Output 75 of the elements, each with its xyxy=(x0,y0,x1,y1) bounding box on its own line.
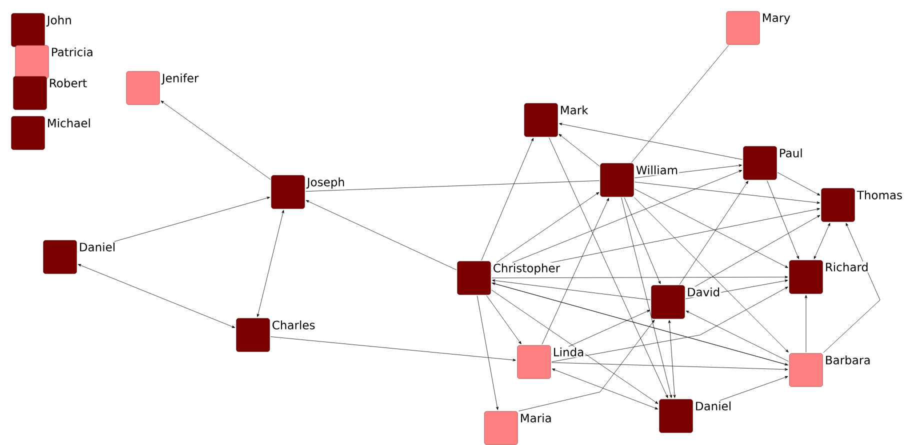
arrow xyxy=(491,192,600,266)
person-node: Charles xyxy=(236,318,316,352)
person-node: John xyxy=(11,13,73,47)
arrow xyxy=(256,210,284,317)
arrow xyxy=(491,290,658,404)
arrow xyxy=(621,197,672,398)
node-label: David xyxy=(688,288,720,296)
node-label: John xyxy=(46,16,71,27)
arrow xyxy=(306,200,457,270)
person-node: Robert xyxy=(13,76,88,110)
node-label: Jenifer xyxy=(161,74,199,85)
arrow xyxy=(679,180,748,285)
person-node: Mark xyxy=(524,103,590,137)
node-label: Robert xyxy=(50,78,87,88)
arrow xyxy=(634,197,789,352)
person-node: Daniel xyxy=(659,399,733,433)
person-node: Daniel xyxy=(43,240,117,274)
arrow xyxy=(624,197,661,284)
arrow xyxy=(548,137,668,398)
person-node: William xyxy=(600,163,680,197)
arrow xyxy=(160,100,271,180)
arrow xyxy=(558,134,600,166)
person-node: Michael xyxy=(11,116,92,150)
arrow xyxy=(476,296,498,410)
arrow xyxy=(686,310,789,362)
arrow xyxy=(685,215,820,292)
arrow xyxy=(518,320,655,412)
arrow xyxy=(552,362,788,371)
person-node: Thomas xyxy=(821,188,904,222)
arrow xyxy=(492,276,788,278)
arrow xyxy=(492,279,651,300)
arrow xyxy=(552,286,788,362)
node-label: Charles xyxy=(272,320,315,330)
node-label: Paul xyxy=(780,148,802,158)
arrow xyxy=(668,320,676,398)
arrow xyxy=(777,172,820,196)
arrow xyxy=(486,295,522,344)
person-node: David xyxy=(651,285,722,319)
node-label: Richard xyxy=(826,262,868,272)
person-node: Joseph xyxy=(271,175,346,209)
person-node: Paul xyxy=(743,146,804,180)
arrow xyxy=(78,264,236,328)
arrow xyxy=(542,198,609,345)
arrow xyxy=(804,295,808,352)
node-label: Christopher xyxy=(494,264,560,275)
person-node: Linda xyxy=(517,345,586,379)
arrow xyxy=(766,180,799,260)
person-node: Patricia xyxy=(15,45,94,79)
arrow xyxy=(634,188,788,268)
person-node: Richard xyxy=(789,260,870,294)
node-label: Thomas xyxy=(856,190,902,200)
person-node: Maria xyxy=(484,411,553,445)
node-label: Daniel xyxy=(696,402,730,410)
arrow xyxy=(270,336,516,362)
node-label: Daniel xyxy=(80,242,114,252)
node-label: William xyxy=(636,166,678,174)
arrow xyxy=(634,182,820,204)
arrow xyxy=(559,122,743,160)
node-label: Mary xyxy=(763,14,790,24)
node-label: Maria xyxy=(521,414,551,422)
node-label: Joseph xyxy=(306,178,344,189)
node-label: Mark xyxy=(561,106,588,114)
node-label: Patricia xyxy=(52,48,92,56)
arrow xyxy=(491,170,742,272)
arrow xyxy=(481,138,534,261)
person-node: Christopher xyxy=(457,261,562,295)
person-node: Jenifer xyxy=(126,71,200,105)
node-label: Barbara xyxy=(826,356,870,364)
node-label: Michael xyxy=(48,118,90,128)
arrow xyxy=(814,222,830,260)
arrow xyxy=(552,368,658,410)
arrow xyxy=(823,222,880,353)
person-node: Barbara xyxy=(789,353,872,387)
person-node: Mary xyxy=(726,11,792,45)
node-label: Linda xyxy=(554,348,584,356)
